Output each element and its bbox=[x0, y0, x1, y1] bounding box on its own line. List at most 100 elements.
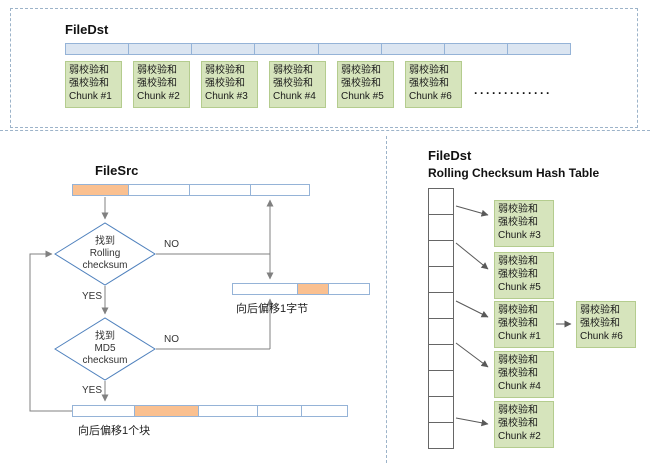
hash-table bbox=[428, 188, 454, 449]
chunk-weak-label: 弱校验和 bbox=[69, 65, 109, 76]
chunk-id-label: Chunk #6 bbox=[409, 91, 452, 102]
top-filedst-title: FileDst bbox=[65, 22, 109, 37]
chunk-id-label: Chunk #2 bbox=[137, 91, 180, 102]
chunk-id-label: Chunk #4 bbox=[498, 381, 541, 392]
section-divider bbox=[0, 130, 650, 131]
chunk-strong-label: 强校验和 bbox=[409, 78, 449, 89]
shift-byte-bar bbox=[232, 283, 372, 295]
chunk-box-1: 弱校验和 强校验和 Chunk #1 bbox=[65, 61, 122, 108]
bar-segment bbox=[128, 43, 193, 55]
decision-diamonds bbox=[54, 222, 156, 381]
chunk-strong-label: 强校验和 bbox=[341, 78, 381, 89]
decision-text-line: checksum bbox=[82, 260, 128, 271]
chunk-id-label: Chunk #4 bbox=[273, 91, 316, 102]
chunk-weak-label: 弱校验和 bbox=[498, 256, 538, 267]
chunk-box-6: 弱校验和 强校验和 Chunk #6 bbox=[405, 61, 462, 108]
bar-segment bbox=[328, 283, 370, 295]
chunk-box-3: 弱校验和 强校验和 Chunk #3 bbox=[201, 61, 258, 108]
bar-segment bbox=[191, 43, 256, 55]
chunk-id-label: Chunk #3 bbox=[205, 91, 248, 102]
chunk-strong-label: 强校验和 bbox=[498, 269, 538, 280]
hash-filedst-title: FileDst bbox=[428, 148, 472, 163]
chunk-weak-label: 弱校验和 bbox=[137, 65, 177, 76]
hash-chunk-box-6: 弱校验和 强校验和 Chunk #6 bbox=[576, 301, 636, 348]
hash-chunk-box-2: 弱校验和 强校验和 Chunk #2 bbox=[494, 401, 554, 448]
label-yes-rolling: YES bbox=[82, 291, 103, 302]
bar-segment bbox=[301, 405, 348, 417]
filesrc-bar bbox=[72, 184, 312, 196]
chunk-box-5: 弱校验和 强校验和 Chunk #5 bbox=[337, 61, 394, 108]
chunk-weak-label: 弱校验和 bbox=[273, 65, 313, 76]
chunk-id-label: Chunk #3 bbox=[498, 230, 541, 241]
bar-segment bbox=[254, 43, 319, 55]
hash-subtitle: Rolling Checksum Hash Table bbox=[428, 166, 600, 180]
hash-cell bbox=[428, 188, 454, 215]
hash-arrows bbox=[455, 205, 572, 427]
hash-cell bbox=[428, 396, 454, 423]
hash-cell bbox=[428, 370, 454, 397]
chunk-box-2: 弱校验和 强校验和 Chunk #2 bbox=[133, 61, 190, 108]
top-section-frame bbox=[10, 8, 638, 128]
ellipsis-dots: ············· bbox=[474, 86, 552, 100]
decision-text-line: checksum bbox=[82, 355, 128, 366]
hash-cell bbox=[428, 240, 454, 267]
decision-text-line: 找到 bbox=[95, 236, 115, 247]
decision-rolling-shape bbox=[54, 222, 156, 286]
chunk-weak-label: 弱校验和 bbox=[580, 305, 620, 316]
hash-cell bbox=[428, 318, 454, 345]
shift-block-bar bbox=[72, 405, 352, 417]
chunk-box-4: 弱校验和 强校验和 Chunk #4 bbox=[269, 61, 326, 108]
bar-segment bbox=[65, 43, 130, 55]
chunk-strong-label: 强校验和 bbox=[498, 418, 538, 429]
chunk-weak-label: 弱校验和 bbox=[498, 305, 538, 316]
bar-segment bbox=[189, 184, 251, 196]
chunk-strong-label: 强校验和 bbox=[498, 318, 538, 329]
hash-cell bbox=[428, 266, 454, 293]
flow-arrows bbox=[29, 197, 274, 412]
shift-block-label: 向后偏移1个块 bbox=[78, 425, 151, 437]
chunk-strong-label: 强校验和 bbox=[498, 368, 538, 379]
chunk-weak-label: 弱校验和 bbox=[341, 65, 381, 76]
bar-segment bbox=[443, 43, 508, 55]
chunk-weak-label: 弱校验和 bbox=[498, 405, 538, 416]
chunk-id-label: Chunk #1 bbox=[69, 91, 112, 102]
hash-cell bbox=[428, 344, 454, 371]
filedst-bar bbox=[65, 43, 571, 55]
hash-cell bbox=[428, 214, 454, 241]
hash-chunk-box-3: 弱校验和 强校验和 Chunk #3 bbox=[494, 200, 554, 247]
decision-rolling-checksum: 找到 Rolling checksum bbox=[60, 236, 150, 272]
hash-chunk-box-5: 弱校验和 强校验和 Chunk #5 bbox=[494, 252, 554, 299]
shift-byte-label: 向后偏移1字节 bbox=[236, 303, 309, 315]
bar-segment bbox=[128, 184, 190, 196]
chunk-strong-label: 强校验和 bbox=[69, 78, 109, 89]
chunk-strong-label: 强校验和 bbox=[137, 78, 177, 89]
bar-segment-window bbox=[134, 405, 199, 417]
bar-segment-window bbox=[297, 283, 329, 295]
decision-md5-shape bbox=[54, 317, 156, 381]
chunk-weak-label: 弱校验和 bbox=[205, 65, 245, 76]
decision-md5-checksum: 找到 MD5 checksum bbox=[60, 331, 150, 367]
chunk-strong-label: 强校验和 bbox=[580, 318, 620, 329]
hash-chunk-box-4: 弱校验和 强校验和 Chunk #4 bbox=[494, 351, 554, 398]
chunk-id-label: Chunk #2 bbox=[498, 431, 541, 442]
bar-segment bbox=[232, 283, 298, 295]
hash-cell bbox=[428, 422, 454, 449]
hash-chunk-box-1: 弱校验和 强校验和 Chunk #1 bbox=[494, 301, 554, 348]
chunk-id-label: Chunk #1 bbox=[498, 331, 541, 342]
chunk-strong-label: 强校验和 bbox=[498, 217, 538, 228]
chunk-id-label: Chunk #5 bbox=[341, 91, 384, 102]
decision-text-line: MD5 bbox=[94, 343, 116, 354]
label-no-md5: NO bbox=[164, 334, 179, 345]
chunk-weak-label: 弱校验和 bbox=[409, 65, 449, 76]
label-yes-md5: YES bbox=[82, 385, 103, 396]
top-chunk-row: 弱校验和 强校验和 Chunk #1 弱校验和 强校验和 Chunk #2 弱校… bbox=[65, 61, 462, 108]
chunk-weak-label: 弱校验和 bbox=[498, 355, 538, 366]
chunk-strong-label: 强校验和 bbox=[273, 78, 313, 89]
chunk-weak-label: 弱校验和 bbox=[498, 204, 538, 215]
filesrc-title: FileSrc bbox=[95, 163, 139, 178]
chunk-id-label: Chunk #6 bbox=[580, 331, 623, 342]
vertical-divider bbox=[386, 136, 387, 463]
chunk-strong-label: 强校验和 bbox=[205, 78, 245, 89]
